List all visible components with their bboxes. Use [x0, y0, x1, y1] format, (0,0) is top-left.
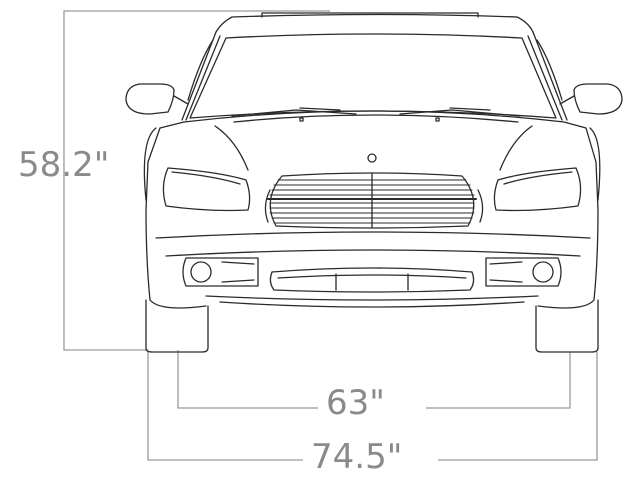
roof-outline	[231, 13, 534, 33]
width-dimension-line	[147, 352, 303, 461]
front-bumper	[155, 231, 591, 239]
hood-badge	[367, 153, 377, 163]
fog-light-left	[182, 257, 259, 287]
lower-air-intake	[269, 267, 475, 293]
track-dimension-line	[177, 350, 318, 409]
mirror-right	[573, 83, 623, 115]
wiper-left	[231, 109, 357, 117]
headlight-left	[162, 167, 251, 212]
windshield	[189, 33, 557, 119]
hood-line	[183, 110, 597, 163]
grille	[269, 172, 475, 229]
wiper-right	[399, 109, 521, 117]
fog-light-right	[485, 257, 562, 287]
body-left-side	[145, 161, 207, 309]
width-dimension-label: 74.5"	[307, 440, 407, 474]
dimension-lines	[63, 10, 598, 461]
height-dimension-label: 58.2"	[18, 145, 110, 185]
height-dimension-line	[63, 10, 330, 351]
body-right-side	[537, 161, 599, 309]
width-dimension-line-right	[438, 352, 598, 461]
car-outline	[125, 12, 623, 353]
tire-left	[145, 299, 209, 353]
track-dimension-line-right	[426, 352, 571, 409]
headlight-right	[493, 167, 582, 212]
track-dimension-label: 63"	[322, 386, 389, 420]
mirror-left	[125, 83, 175, 115]
tire-right	[535, 299, 599, 353]
